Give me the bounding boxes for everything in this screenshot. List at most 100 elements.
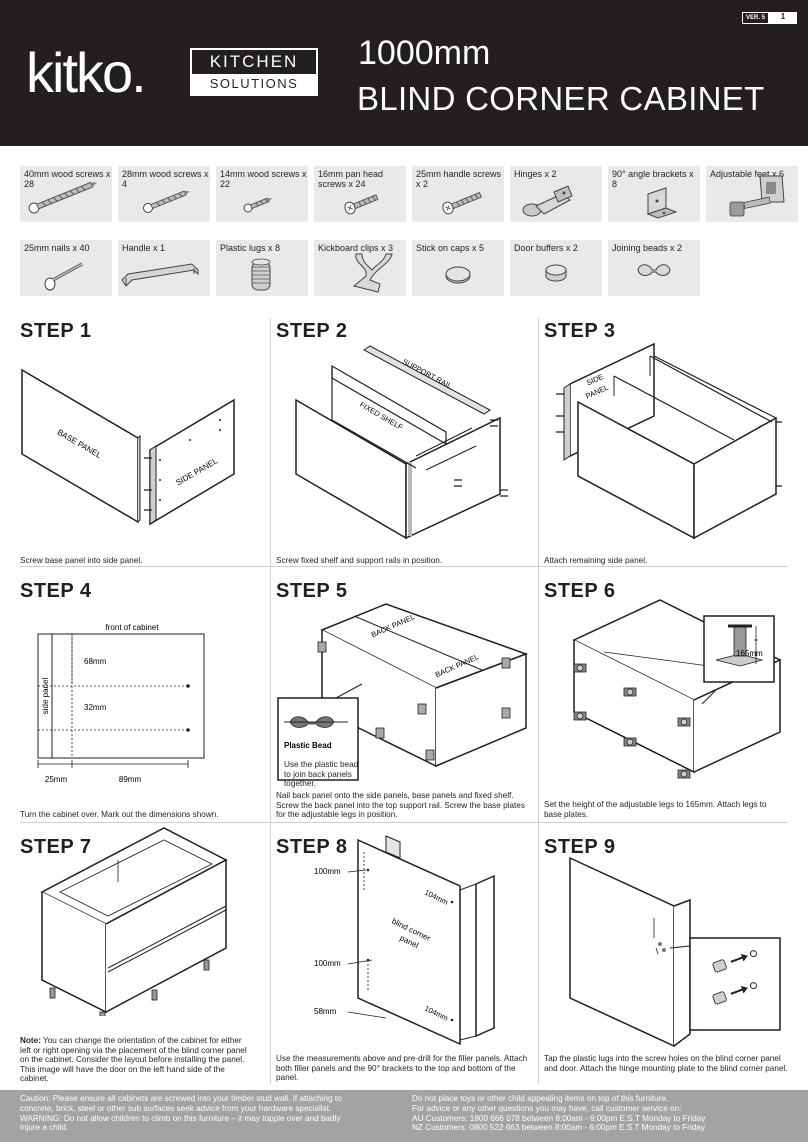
nail-icon — [44, 262, 83, 291]
step-3-caption: Attach remaining side panel. — [544, 556, 648, 565]
pan-head-screw-icon — [344, 194, 379, 215]
part-label: 40mm wood screws x 28 — [24, 169, 111, 189]
step-8-caption: Use the measurements above and pre-drill… — [276, 1054, 528, 1082]
dimension-68mm: 68mm — [84, 657, 107, 666]
part-label: 90° angle brackets x 8 — [612, 169, 694, 189]
part-14mm-wood-screws: 14mm wood screws x 22 — [216, 166, 308, 222]
note-text: You can change the orientation of the ca… — [20, 1036, 247, 1083]
handle-icon — [121, 263, 199, 287]
part-label: 14mm wood screws x 22 — [220, 169, 307, 189]
part-door-buffers: Door buffers x 2 — [510, 240, 602, 296]
step-6-diagram: 165mm — [572, 599, 782, 779]
part-handle: Handle x 1 — [118, 240, 210, 296]
plastic-bead-title: Plastic Bead — [284, 741, 332, 750]
joining-bead-icon — [637, 264, 671, 276]
door-buffer-icon — [545, 264, 567, 282]
hinge-icon — [522, 185, 573, 217]
step-9-diagram — [569, 856, 781, 1048]
part-label: Kickboard clips x 3 — [318, 243, 394, 253]
part-label: 16mm pan head screws x 24 — [318, 169, 384, 189]
adjustable-foot-icon — [729, 175, 785, 217]
dimension-32mm: 32mm — [84, 703, 107, 712]
part-plastic-lugs: Plastic lugs x 8 — [216, 240, 308, 296]
step-2-diagram: SUPPORT RAIL FIXED SHELF — [295, 345, 508, 540]
handle-screw-icon — [442, 192, 482, 215]
step-9-caption: Tap the plastic lugs into the screw hole… — [544, 1054, 788, 1073]
part-adjustable-feet: Adjustable feet x 6 — [706, 166, 798, 222]
footer-contact: Do not place toys or other child appeali… — [412, 1094, 802, 1133]
footer-au-phone: AU Customers: 1800 666 078 between 8:00a… — [412, 1113, 706, 1123]
step-2-title: STEP 2 — [276, 320, 348, 342]
step-1-diagram: BASE PANEL SIDE PANEL — [21, 368, 235, 526]
brand-bottom: SOLUTIONS — [192, 74, 316, 94]
row-divider — [20, 822, 788, 823]
part-25mm-nails: 25mm nails x 40 — [20, 240, 112, 296]
dimension-25mm: 25mm — [45, 775, 68, 784]
step-6-caption: Set the height of the adjustable legs to… — [544, 800, 767, 819]
stick-on-cap-icon — [445, 266, 471, 284]
step-3-title: STEP 3 — [544, 320, 616, 342]
step-7-note: Note: You can change the orientation of … — [20, 1036, 250, 1084]
dimension-58mm: 58mm — [314, 1007, 337, 1016]
dimension-100mm-top: 100mm — [314, 867, 341, 876]
step-7-diagram — [40, 827, 228, 1016]
part-hinges: Hinges x 2 — [510, 166, 602, 222]
part-label: Joining beads x 2 — [612, 243, 683, 253]
footer-advice: For advice or any other questions you ma… — [412, 1103, 682, 1113]
footer-caution: Caution: Please ensure all cabinets are … — [20, 1094, 342, 1133]
version-number: 1 — [769, 12, 798, 24]
dimension-89mm: 89mm — [119, 775, 142, 784]
step-1-title: STEP 1 — [20, 320, 92, 342]
step-8-title: STEP 8 — [276, 836, 348, 858]
column-divider — [538, 318, 539, 1084]
angle-bracket-icon — [646, 187, 678, 219]
step-9-title: STEP 9 — [544, 836, 616, 858]
part-label: Plastic lugs x 8 — [220, 243, 281, 253]
column-divider — [270, 318, 271, 1084]
kitko-logo: kitko. — [26, 41, 147, 104]
step-2-caption: Screw fixed shelf and support rails in p… — [276, 556, 443, 565]
step-6-title: STEP 6 — [544, 580, 616, 602]
part-label: Door buffers x 2 — [514, 243, 578, 253]
step-5-title: STEP 5 — [276, 580, 348, 602]
part-kickboard-clips: Kickboard clips x 3 — [314, 240, 406, 296]
part-label: Hinges x 2 — [514, 169, 557, 179]
step-7-title: STEP 7 — [20, 836, 92, 858]
page-title-size: 1000mm — [358, 34, 491, 72]
part-28mm-wood-screws: 28mm wood screws x 4 — [118, 166, 210, 222]
step-5-caption: Nail back panel onto the side panels, ba… — [276, 791, 525, 819]
footer-toys-warning: Do not place toys or other child appeali… — [412, 1094, 669, 1103]
part-label: Stick on caps x 5 — [416, 243, 485, 253]
kickboard-clip-icon — [352, 253, 393, 293]
part-label: Handle x 1 — [122, 243, 166, 253]
page-title: BLIND CORNER CABINET — [357, 80, 765, 117]
part-16mm-pan-head-screws: 16mm pan head screws x 24 — [314, 166, 406, 222]
part-label: Adjustable feet x 6 — [710, 169, 785, 179]
wood-screw-icon — [243, 197, 273, 213]
step-5-diagram: BACK PANEL BACK PANEL Plastic Bead — [277, 603, 529, 781]
part-stick-on-caps: Stick on caps x 5 — [412, 240, 504, 296]
part-label: 25mm nails x 40 — [24, 243, 90, 253]
step-4-diagram: front of cabinet side panel 68mm 32mm 25… — [37, 623, 205, 784]
version-badge: VER. 5 1 — [742, 12, 798, 24]
part-label: 25mm handle screws x 2 — [416, 169, 502, 189]
kitchen-solutions-badge: KITCHEN SOLUTIONS — [190, 48, 318, 96]
part-40mm-wood-screws: 40mm wood screws x 28 — [20, 166, 112, 222]
wood-screw-icon — [28, 181, 98, 214]
footer-nz-phone: NZ Customers: 0800 522 663 between 8:00a… — [412, 1123, 705, 1133]
part-label: 28mm wood screws x 4 — [122, 169, 209, 189]
part-joining-beads: Joining beads x 2 — [608, 240, 700, 296]
step-4-title: STEP 4 — [20, 580, 92, 602]
step-3-diagram: SIDE PANEL — [556, 342, 782, 540]
part-25mm-handle-screws: 25mm handle screws x 2 — [412, 166, 504, 222]
front-of-cabinet-label: front of cabinet — [106, 623, 160, 632]
footer: Caution: Please ensure all cabinets are … — [0, 1090, 808, 1142]
plastic-lug-icon — [251, 258, 271, 291]
plastic-bead-text: Use the plastic bead to join back panels… — [284, 760, 359, 788]
row-divider — [20, 566, 788, 567]
brand-top: KITCHEN — [209, 52, 299, 71]
step-8-diagram: blind corner panel 100mm 100mm 58mm 104m… — [314, 835, 495, 1046]
step-1-caption: Screw base panel into side panel. — [20, 556, 143, 565]
dimension-165mm: 165mm — [736, 649, 763, 658]
part-angle-brackets: 90° angle brackets x 8 — [608, 166, 700, 222]
